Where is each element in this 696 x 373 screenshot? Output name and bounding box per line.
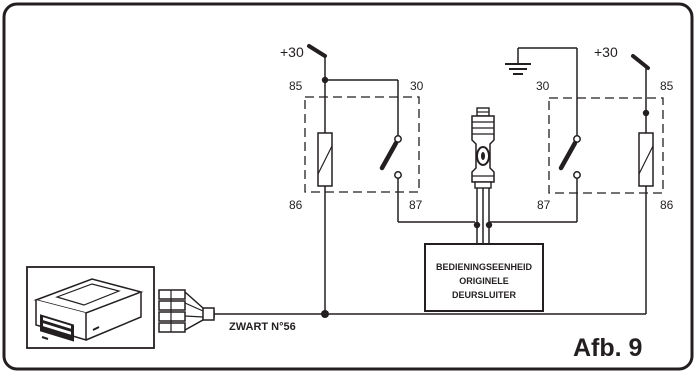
left-relay-wiring bbox=[321, 76, 475, 314]
left-relay-coil bbox=[317, 132, 333, 187]
supply-left-label: +30 bbox=[280, 44, 304, 60]
right-relay-wiring bbox=[489, 109, 650, 314]
control-unit-line-1: BEDIENINGSEENHEID bbox=[436, 262, 533, 272]
ground-icon bbox=[505, 48, 531, 75]
connector-plug-icon bbox=[158, 289, 215, 333]
right-relay-coil bbox=[638, 132, 654, 187]
left-relay-pin-30: 30 bbox=[410, 79, 424, 93]
control-module-icon bbox=[33, 278, 144, 342]
figure-label: Afb. 9 bbox=[573, 334, 642, 362]
left-relay-pin-87: 87 bbox=[409, 198, 423, 212]
right-relay-pin-85: 85 bbox=[660, 79, 674, 93]
left-relay-pin-85: 85 bbox=[289, 79, 303, 93]
right-relay-pin-87: 87 bbox=[537, 198, 551, 212]
control-unit-box bbox=[424, 243, 544, 312]
right-relay-pin-30: 30 bbox=[536, 79, 550, 93]
left-relay-housing bbox=[304, 96, 420, 193]
ground-wire bbox=[518, 47, 578, 136]
supply-right-terminal bbox=[631, 54, 650, 113]
right-relay-switch bbox=[558, 135, 581, 179]
supply-left-terminal bbox=[307, 44, 327, 80]
main-bus-wire bbox=[214, 310, 646, 318]
door-lock-actuator-icon bbox=[471, 107, 495, 244]
supply-right-label: +30 bbox=[594, 44, 618, 60]
right-relay-pin-86: 86 bbox=[660, 198, 674, 212]
left-relay-pin-86: 86 bbox=[289, 198, 303, 212]
left-relay-switch bbox=[379, 135, 402, 179]
control-unit-line-3: DEURSLUITER bbox=[452, 290, 517, 300]
control-unit-line-2: ORIGINELE bbox=[459, 276, 509, 286]
wire-label: ZWART N°56 bbox=[229, 321, 296, 333]
right-relay-housing bbox=[548, 97, 664, 194]
